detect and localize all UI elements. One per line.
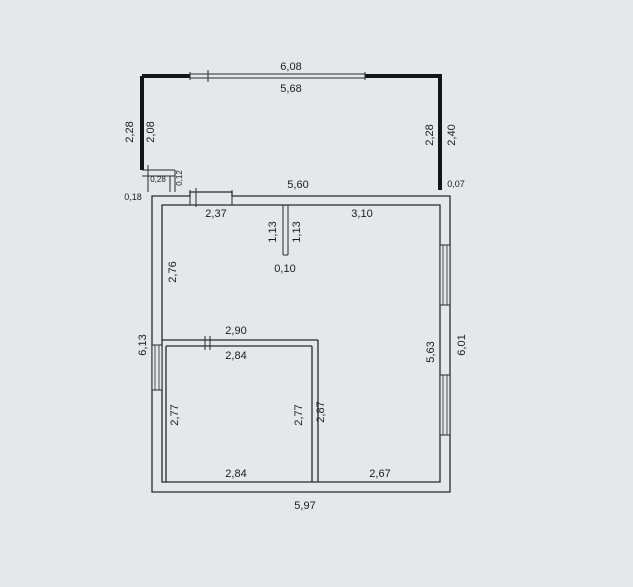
dim-bottom-right-segment: 2,67 bbox=[369, 468, 390, 480]
inner-wall-outline bbox=[161, 204, 441, 483]
dim-small-b: 0,12 bbox=[175, 170, 184, 186]
dimension-labels: 6,08 5,68 2,28 2,08 2,28 2,40 0,28 0,12 … bbox=[124, 61, 468, 512]
dim-top-left-segment: 2,37 bbox=[205, 208, 226, 220]
dim-small-a: 0,28 bbox=[150, 175, 166, 184]
dim-right-outer: 6,01 bbox=[456, 334, 468, 355]
dim-left-outer: 6,13 bbox=[137, 334, 149, 355]
dim-room-right-outer: 2,87 bbox=[315, 401, 327, 422]
dim-top-right-segment: 3,10 bbox=[351, 208, 372, 220]
dim-balcony-right-inner: 2,40 bbox=[446, 124, 458, 145]
dim-partition-thickness: 0,10 bbox=[274, 263, 295, 275]
balcony-glazing bbox=[189, 70, 366, 82]
dim-bottom-outer: 5,97 bbox=[294, 500, 315, 512]
dim-right-inner: 5,63 bbox=[425, 341, 437, 362]
dim-hall-left: 2,76 bbox=[167, 261, 179, 282]
windows bbox=[151, 244, 451, 436]
window-right-lower bbox=[439, 374, 451, 436]
balcony-left-nib bbox=[142, 165, 176, 192]
dim-balcony-inner-top: 5,68 bbox=[280, 83, 301, 95]
dim-partition-b: 1,13 bbox=[291, 221, 303, 242]
dim-small-c: 0,18 bbox=[124, 192, 142, 202]
dim-room-top-outer: 2,90 bbox=[225, 325, 246, 337]
dim-balcony-left-inner: 2,08 bbox=[145, 121, 157, 142]
balcony bbox=[140, 70, 442, 192]
dim-partition-a: 1,13 bbox=[267, 221, 279, 242]
dim-balcony-left-outer: 2,28 bbox=[124, 121, 136, 142]
dim-room-bottom: 2,84 bbox=[225, 468, 246, 480]
dim-room-top-inner: 2,84 bbox=[225, 350, 246, 362]
dim-balcony-outer-top: 6,08 bbox=[280, 61, 301, 73]
dim-balcony-right-outer: 2,28 bbox=[424, 124, 436, 145]
dim-room-right-inner: 2,77 bbox=[293, 404, 305, 425]
window-right-upper bbox=[439, 244, 451, 306]
partition-stub bbox=[282, 205, 289, 256]
window-left bbox=[151, 344, 163, 391]
dim-main-inner-top: 5,60 bbox=[287, 179, 308, 191]
dim-small-d: 0,07 bbox=[447, 179, 465, 189]
dim-room-left: 2,77 bbox=[169, 404, 181, 425]
bedroom-walls bbox=[162, 336, 319, 482]
